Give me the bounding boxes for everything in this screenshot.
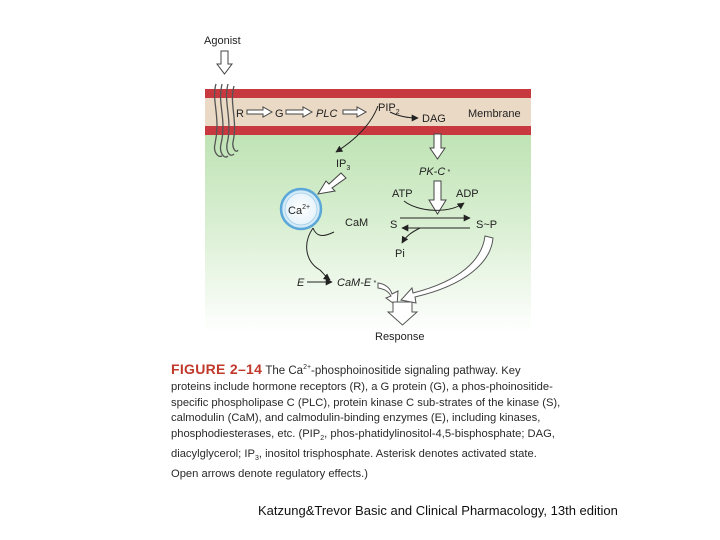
calcium-store bbox=[279, 187, 323, 231]
cam-enzyme-to-response-arrow bbox=[377, 282, 399, 307]
figure-number: FIGURE 2–14 bbox=[171, 361, 263, 377]
caption-body: Key proteins include hormone receptors (… bbox=[171, 365, 561, 481]
pip2-to-ip3-arrow bbox=[335, 105, 379, 153]
dag-to-pkc-arrow bbox=[429, 133, 446, 160]
atp-to-adp-arrow bbox=[403, 200, 465, 211]
response-open-arrow bbox=[386, 301, 419, 326]
receptor-label: R bbox=[236, 108, 244, 120]
receptor-to-g-arrow bbox=[246, 106, 274, 118]
plc-label: PLC bbox=[316, 108, 337, 120]
calcium-calmodulin-pathway bbox=[306, 227, 334, 280]
figure-title: The Ca2+-phosphoinositide signaling path… bbox=[265, 364, 499, 377]
cytoplasm-region bbox=[205, 134, 531, 334]
response-label: Response bbox=[375, 331, 425, 343]
pkc-label: PK-C* bbox=[419, 166, 450, 178]
cam-enzyme-label: CaM-E* bbox=[337, 277, 376, 289]
receptor-helices bbox=[213, 83, 239, 158]
adp-label: ADP bbox=[456, 188, 479, 200]
g-to-plc-arrow bbox=[285, 106, 314, 118]
phospho-substrate-label: S~P bbox=[476, 219, 497, 231]
calcium-label: Ca2+ bbox=[288, 204, 310, 217]
signaling-pathway-diagram: Agonist R G PLC PIP2 DAG Membrane PK-C* … bbox=[204, 35, 531, 343]
ip3-to-calcium-arrow bbox=[316, 172, 347, 195]
source-citation: Katzung&Trevor Basic and Clinical Pharma… bbox=[258, 503, 618, 518]
membrane-label: Membrane bbox=[468, 108, 521, 120]
dag-label: DAG bbox=[422, 113, 446, 125]
ip3-label: IP3 bbox=[336, 158, 350, 172]
pip2-to-dag-arrow bbox=[389, 111, 419, 122]
pkc-to-reaction-arrow bbox=[428, 180, 447, 215]
calmodulin-label: CaM bbox=[345, 217, 368, 229]
agonist-label: Agonist bbox=[204, 35, 241, 47]
plc-to-pip2-arrow bbox=[342, 106, 368, 118]
atp-label: ATP bbox=[392, 188, 413, 200]
pi-label: Pi bbox=[395, 248, 405, 260]
figure-caption: FIGURE 2–14 The Ca2+-phosphoinositide si… bbox=[171, 361, 561, 483]
pi-release-arrow bbox=[401, 227, 421, 244]
pip2-label: PIP2 bbox=[378, 102, 400, 116]
g-protein-label: G bbox=[275, 108, 284, 120]
substrate-label: S bbox=[390, 219, 397, 231]
agonist-open-arrow bbox=[216, 50, 233, 75]
enzyme-label: E bbox=[297, 277, 305, 289]
